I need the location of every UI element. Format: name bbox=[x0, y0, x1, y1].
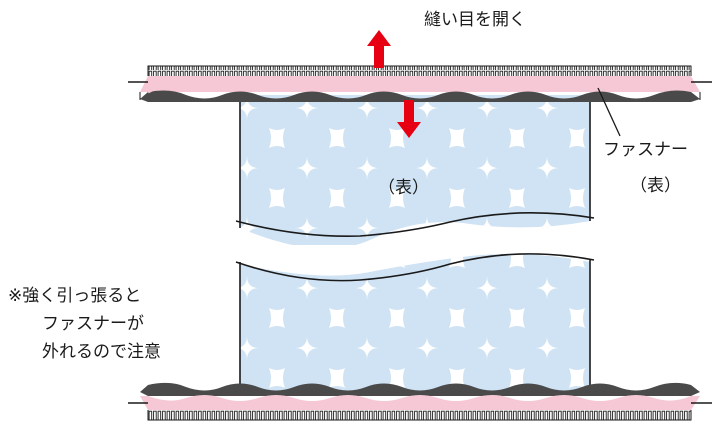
fabric-upper bbox=[235, 95, 595, 245]
zipper-leader-line bbox=[597, 87, 621, 137]
caution-line-1: ※強く引っ張ると bbox=[8, 286, 142, 306]
caution-line-3: 外れるので注意 bbox=[42, 342, 161, 362]
caution-line-2: ファスナーが bbox=[42, 314, 144, 334]
break-line-lower bbox=[235, 253, 595, 282]
fabric-lower bbox=[235, 253, 595, 392]
arrow-up-icon bbox=[367, 30, 391, 68]
fabric-face-label: （表） bbox=[378, 178, 429, 198]
zipper-face-label: （表） bbox=[630, 176, 681, 196]
zipper-top bbox=[128, 65, 712, 102]
break-line-upper bbox=[235, 212, 595, 238]
zipper-label: ファスナー bbox=[603, 140, 688, 160]
zipper-bottom bbox=[128, 382, 712, 421]
open-seam-label: 縫い目を開く bbox=[424, 10, 526, 30]
arrow-down-icon bbox=[397, 100, 421, 138]
